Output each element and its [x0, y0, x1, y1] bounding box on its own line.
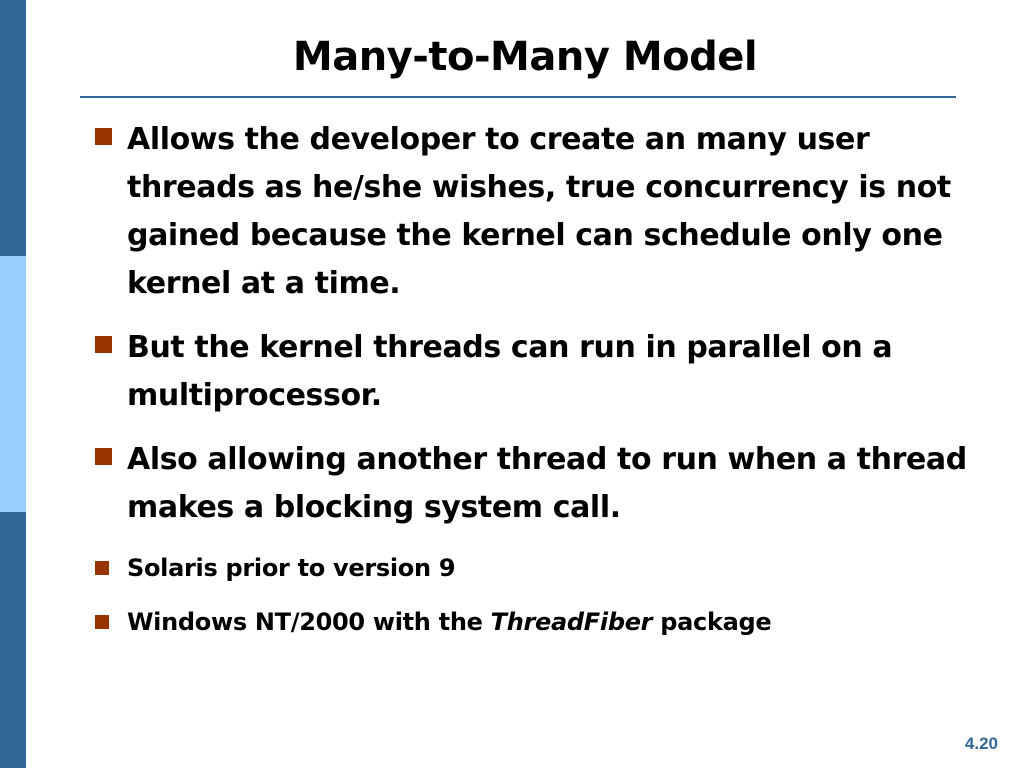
bullet-item: Allows the developer to create an many u… — [92, 116, 972, 308]
bullet-text: Solaris prior to version 9 — [127, 554, 456, 582]
bullet-text: Also allowing another thread to run when… — [127, 442, 967, 525]
bullet-text: Allows the developer to create an many u… — [127, 122, 951, 301]
bullet-item: Solaris prior to version 9 — [92, 548, 972, 588]
bullet-text-after: package — [652, 608, 772, 636]
page-number: 4.20 — [964, 734, 998, 753]
title-divider — [80, 96, 956, 98]
bullet-item: Windows NT/2000 with the ThreadFiber pac… — [92, 602, 972, 642]
square-bullet-icon — [95, 561, 109, 575]
bullet-text-emphasis: ThreadFiber — [490, 608, 653, 636]
bullet-list: Allows the developer to create an many u… — [92, 116, 972, 656]
bullet-item: Also allowing another thread to run when… — [92, 436, 972, 532]
square-bullet-icon — [95, 336, 112, 353]
bullet-text-before: Windows NT/2000 with the — [127, 608, 491, 636]
slide-title: Many-to-Many Model — [292, 34, 758, 80]
square-bullet-icon — [95, 615, 109, 629]
side-bar-segment-bottom — [0, 512, 26, 768]
bullet-item: But the kernel threads can run in parall… — [92, 324, 972, 420]
square-bullet-icon — [95, 128, 112, 145]
side-bar-segment-middle — [0, 256, 26, 512]
square-bullet-icon — [95, 448, 112, 465]
bullet-text: But the kernel threads can run in parall… — [127, 330, 893, 413]
side-bar-segment-top — [0, 0, 26, 256]
side-accent-bar — [0, 0, 26, 768]
